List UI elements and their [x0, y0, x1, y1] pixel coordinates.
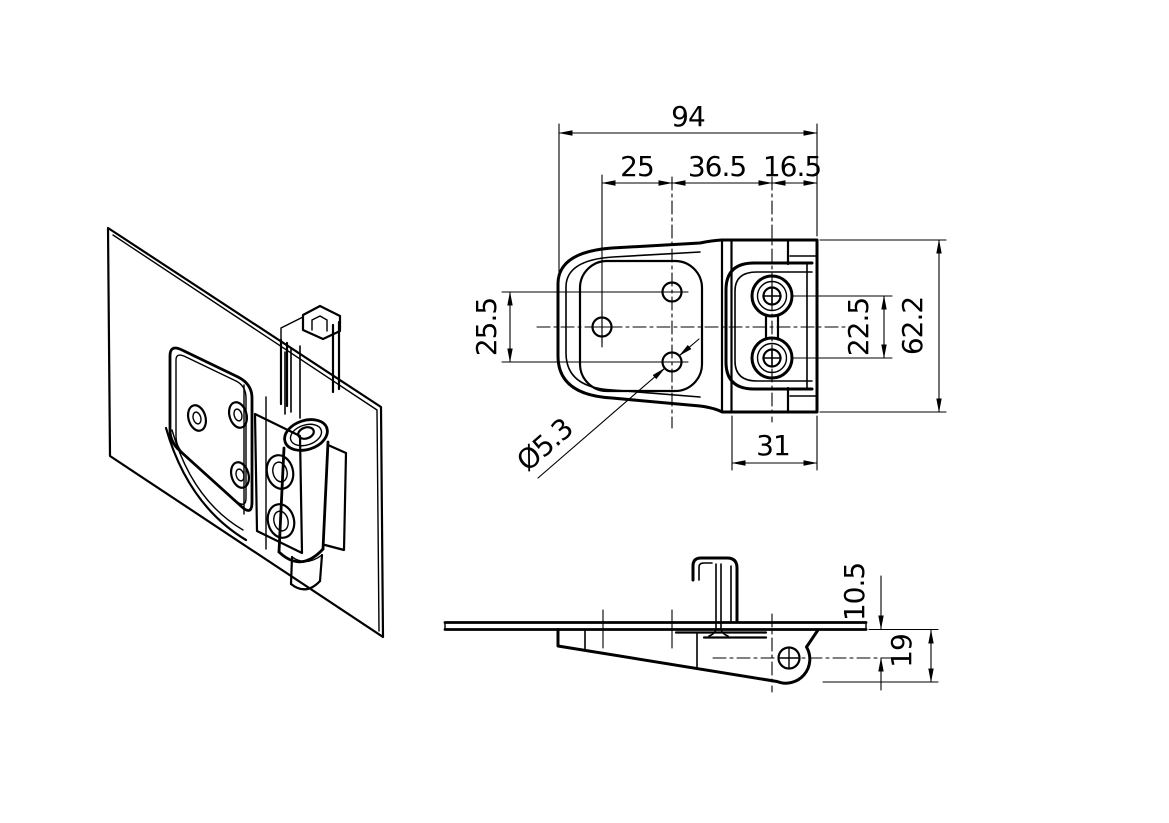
front-leaf-holes — [585, 281, 689, 373]
iso-knuckle — [277, 418, 348, 591]
dim-depth: 19 — [885, 634, 918, 668]
side-hook-bracket — [691, 556, 739, 637]
dim-pin-offset: 10.5 — [838, 563, 871, 621]
isometric-view — [106, 226, 385, 639]
front-extension-lines — [501, 123, 947, 471]
side-view: 10.5 19 — [443, 556, 939, 693]
dim-overall-height: 62.2 — [896, 297, 929, 355]
dim-overall-width: 94 — [671, 100, 705, 133]
iso-mounting-panel — [106, 226, 385, 639]
dim-hole-diameter: Ø5.3 — [510, 412, 579, 478]
iso-hinge-leaf — [164, 346, 254, 542]
dim-hole-spacing: 25.5 — [470, 298, 503, 356]
dim-span-25: 25 — [620, 150, 654, 183]
front-boss-top — [750, 274, 794, 318]
front-hinge-body — [556, 238, 819, 414]
side-hinge-leaf — [556, 628, 820, 685]
iso-boss-housing — [253, 412, 304, 555]
side-centerlines — [602, 609, 894, 693]
front-gasket — [724, 261, 814, 391]
dim-knuckle-width: 31 — [756, 429, 790, 462]
side-dimensions: 10.5 19 — [822, 563, 939, 691]
iso-leaf-holes — [186, 401, 251, 489]
front-view: 94 25 36.5 16.5 25.5 22.5 62.2 31 Ø5.3 — [470, 100, 947, 479]
dim-span-16-5: 16.5 — [763, 150, 821, 183]
side-mounting-plate — [443, 621, 868, 631]
front-boss-bottom — [750, 336, 794, 380]
dim-boss-spacing: 22.5 — [842, 298, 875, 356]
front-dimensions: 94 25 36.5 16.5 25.5 22.5 62.2 31 Ø5.3 — [470, 100, 942, 479]
iso-hook-bracket — [279, 304, 342, 408]
hole-diameter-leader: Ø5.3 — [510, 338, 700, 479]
dim-span-36-5: 36.5 — [688, 150, 746, 183]
